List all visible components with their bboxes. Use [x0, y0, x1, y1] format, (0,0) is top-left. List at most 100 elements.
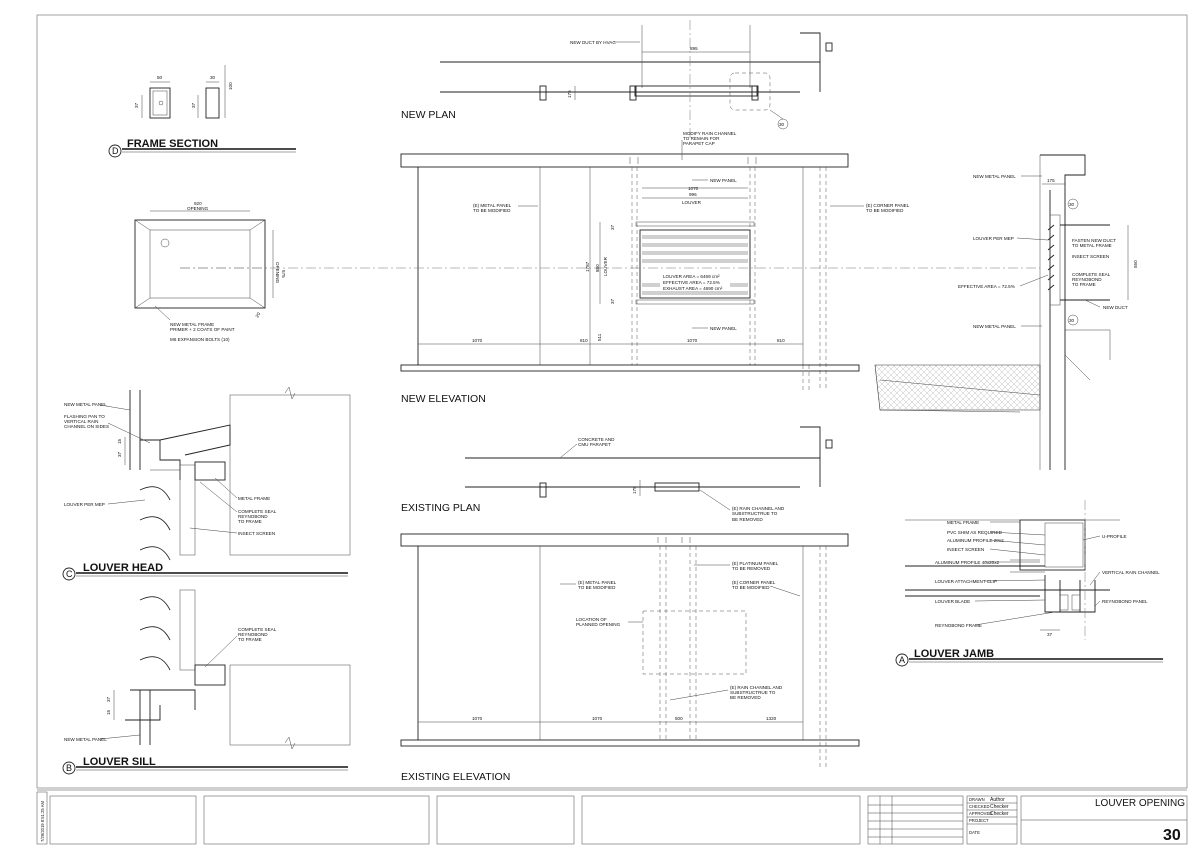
frame-section-label: FRAME SECTION	[127, 138, 218, 150]
right-dim-depth: 175	[1047, 178, 1055, 183]
louver-jamb-title: A LOUVER JAMB	[895, 648, 1163, 667]
new-elev-dim-bottom-2: 810	[580, 338, 588, 343]
dim-frame-d: 37	[191, 102, 196, 108]
detail-letter-a: A	[899, 655, 905, 665]
dim-frame-c: 37	[134, 102, 139, 108]
frame-plan-note-3: M6 EXPANSION BOLTS (10)	[170, 337, 230, 342]
right-note-fasten-1: FASTEN NEW DUCT	[1072, 238, 1116, 243]
right-note-louver: LOUVER PER MEP	[973, 236, 1014, 241]
new-plan-note-duct: NEW DUCT BY HVAC	[570, 40, 616, 45]
sill-dim-a: 37	[106, 696, 111, 702]
detail-tag-b	[62, 761, 76, 775]
right-note-new-panel-top: NEW METAL PANEL	[973, 174, 1016, 179]
existing-plan-note-rain-3: BE REMOVED	[732, 517, 763, 522]
detail-letter-b: B	[66, 763, 72, 773]
new-elev-note-modify-1: MODIFY RAIN CHANNEL	[683, 131, 737, 136]
section-tag-1-number: 30	[779, 122, 785, 127]
head-note-seal-3: TO FRAME	[238, 519, 262, 524]
new-elev-dim-bottom-1: 1070	[472, 338, 483, 343]
new-elev-note-metal-2: TO BE MODIFIED	[473, 208, 511, 213]
new-elev-note-new-panel-top: NEW PANEL	[710, 178, 737, 183]
jamb-note-left-1: METAL FRAME	[947, 520, 979, 525]
sill-note-seal-2: REYNOBOND	[238, 632, 268, 637]
head-note-louver: LOUVER PER MEP	[64, 502, 105, 507]
existing-elev-note-metal-1: (E) METAL PANEL	[578, 580, 617, 585]
existing-elev-note-corner-2: TO BE MODIFIED	[732, 585, 770, 590]
new-elev-dim-bottom-3: 1070	[687, 338, 698, 343]
existing-elevation-drawing: (E) METAL PANEL TO BE MODIFIED (E) PLATI…	[400, 533, 860, 770]
new-plan-title: NEW PLAN	[401, 109, 456, 121]
dim-frame-a: 50	[157, 75, 163, 80]
tb-value-drawn: Author	[990, 797, 1005, 803]
new-elevation-drawing: LOUVER AREA = 6469 cm² EFFECTIVE AREA = …	[180, 131, 1040, 390]
head-note-seal-2: REYNOBOND	[238, 514, 268, 519]
jamb-note-left-4: INSECT SCREEN	[947, 547, 984, 552]
sill-note-seal-1: COMPLETE SEAL	[238, 627, 277, 632]
existing-elev-dim-bottom-2: 1070	[592, 716, 603, 721]
new-elev-dim-lower: 511	[597, 333, 602, 341]
existing-elev-note-platinum-2: TO BE REMOVED	[732, 566, 771, 571]
existing-plan-dim-depth: 175	[632, 486, 637, 494]
head-note-flashing-2: VERTICAL RAIN	[64, 419, 98, 424]
dim-opening-w: 920	[194, 201, 202, 206]
existing-elev-dim-bottom-1: 1070	[472, 716, 483, 721]
existing-plan-note-concrete-1: CONCRETE AND	[578, 437, 615, 442]
jamb-note-right-2: VERTICAL RAIN CHANNEL	[1102, 570, 1160, 575]
new-elev-note-modify-2: TO REMAIN FOR	[683, 136, 720, 141]
louver-sill-detail: COMPLETE SEAL REYNOBOND TO FRAME 37 15 N…	[64, 589, 351, 750]
detail-tag-c	[62, 567, 76, 581]
dim-corner: 20	[255, 311, 262, 318]
new-elev-dim-bottom-4: 810	[777, 338, 785, 343]
detail-letter-c: C	[66, 569, 73, 579]
new-elev-dim-top2: 996	[689, 192, 697, 197]
right-note-fasten-2: TO METAL FRAME	[1072, 243, 1112, 248]
right-note-seal-2: REYNOBOND	[1072, 277, 1102, 282]
existing-elev-note-opening-2: PLANNED OPENING	[576, 622, 621, 627]
head-dim-b: 15	[117, 438, 122, 444]
new-elev-dim-top1: 1070	[688, 186, 699, 191]
head-note-metal-panel: NEW METAL PANEL	[64, 402, 107, 407]
new-elev-louver-tag: LOUVER	[603, 256, 608, 276]
existing-plan-title: EXISTING PLAN	[401, 502, 480, 514]
section-tag-2-number: 30	[1069, 202, 1075, 207]
new-elev-note-louver: LOUVER	[682, 200, 702, 205]
tb-value-approved: Checker	[990, 811, 1009, 817]
existing-elevation-title: EXISTING ELEVATION	[401, 771, 510, 783]
existing-elev-note-corner-1: (E) CORNER PANEL	[732, 580, 776, 585]
right-note-duct: NEW DUCT	[1103, 305, 1128, 310]
new-elev-note-corner-2: TO BE MODIFIED	[866, 208, 904, 213]
louver-head-title: C LOUVER HEAD	[62, 562, 348, 581]
frame-section-title: D FRAME SECTION	[108, 138, 296, 158]
existing-plan-drawing: 175 CONCRETE AND CMU PARAPET (E) RAIN CH…	[465, 426, 833, 522]
new-elev-note-corner-1: (E) CORNER PANEL	[866, 203, 910, 208]
new-elev-dim-side2: 880	[595, 264, 600, 272]
tb-label-approved: APPROVED	[969, 811, 992, 816]
right-note-seal-3: TO FRAME	[1072, 282, 1096, 287]
frame-plan-note-2: PRIMER + 2 COATS OF PAINT	[170, 327, 235, 332]
dim-opening-h-label: OPENING	[275, 262, 280, 284]
louver-sill-label: LOUVER SILL	[83, 756, 156, 768]
existing-plan-note-rain-2: SUBSTRUCTRUE TO	[732, 511, 778, 516]
existing-elev-note-rain-3: BE REMOVED	[730, 695, 761, 700]
existing-elev-note-platinum-1: (E) PLATINUM PANEL	[732, 561, 779, 566]
existing-plan-note-rain-1: (E) RAIN CHANNEL AND	[732, 506, 785, 511]
louver-head-detail: NEW METAL PANEL FLASHING PAN TO VERTICAL…	[64, 386, 351, 561]
jamb-note-left-6: LOUVER ATTACHMENT CLIP	[935, 579, 997, 584]
sill-note-seal-3: TO FRAME	[238, 637, 262, 642]
head-note-flashing-1: FLASHING PAN TO	[64, 414, 105, 419]
sheet-border	[36, 14, 1188, 789]
dim-opening-h: 575	[281, 270, 286, 278]
new-elevation-title: NEW ELEVATION	[401, 393, 486, 405]
jamb-note-right-1: U-PROFILE	[1102, 534, 1127, 539]
dim-frame-e: 100	[228, 82, 233, 90]
title-block: 7/29/2019 8:51:25 AM DRAWN Author CHECKE…	[36, 789, 1188, 845]
head-note-seal-1: COMPLETE SEAL	[238, 509, 277, 514]
head-note-screen: INSECT SCREEN	[238, 531, 275, 536]
jamb-note-right-3: REYNOBOND PANEL	[1102, 599, 1148, 604]
new-elev-note-new-panel-bottom: NEW PANEL	[710, 326, 737, 331]
sill-dim-b: 15	[106, 709, 111, 715]
date-stamp: 7/29/2019 8:51:25 AM	[40, 801, 45, 842]
head-dim-a: 37	[117, 451, 122, 457]
new-plan-dim-depth: 175	[567, 90, 572, 98]
detail-tag-d	[108, 144, 122, 158]
